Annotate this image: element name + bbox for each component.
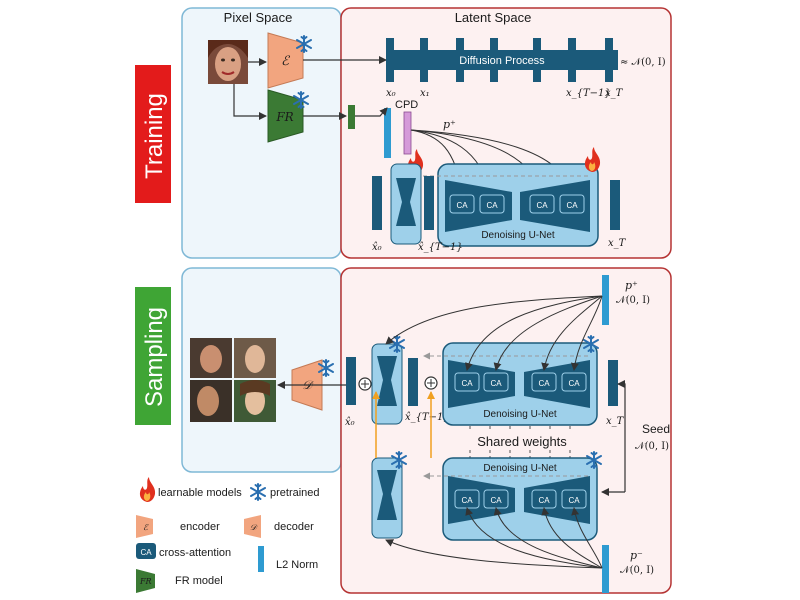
training-xhat0-block	[372, 176, 382, 230]
training-ca-1: CA	[456, 201, 468, 210]
sampling-bottom-ca-2: CA	[490, 496, 502, 505]
latent-space-title: Latent Space	[455, 10, 532, 25]
training-xT-bottom-label: x_T	[608, 238, 627, 249]
guidance-orange-arrows	[372, 391, 435, 458]
training-ca-4: CA	[566, 201, 578, 210]
cpd-vector	[403, 111, 412, 155]
sampling-xT-block	[608, 360, 618, 406]
legend-fr-swatch	[136, 569, 155, 593]
shared-weights-label: Shared weights	[477, 434, 567, 449]
fr-embedding-vector	[348, 105, 355, 129]
sampling-label-text: Sampling	[141, 307, 168, 407]
training-xhat0-label: x̂₀	[372, 242, 382, 253]
legend-decoder-symbol: 𝒟	[250, 523, 258, 532]
fr-model-symbol: FR	[275, 110, 293, 124]
legend-flame-icon	[139, 477, 156, 502]
sampling-p-minus-label: p⁻	[630, 549, 643, 562]
x1-label: x₁	[420, 88, 430, 99]
encoder-symbol: ℰ	[281, 54, 290, 69]
training-l2-norm-bar	[384, 108, 391, 158]
training-unet: CA CA CA CA Denoising U-Net	[401, 163, 599, 247]
sampling-plus-right	[424, 376, 438, 390]
sampling-p-plus-l2-bar	[602, 275, 609, 325]
training-encoder: ℰ	[267, 32, 304, 89]
training-side-label: Training	[135, 65, 171, 203]
training-unet-label: Denoising U-Net	[481, 230, 555, 241]
xT-label: x_T	[605, 88, 624, 99]
sampling-small-unet-top	[371, 343, 403, 425]
training-xhatT-1-label: x̂_{T−1}	[418, 242, 463, 253]
legend-encoder-symbol: ℰ	[143, 523, 149, 532]
seed-normal: 𝒩(0, I)	[635, 441, 669, 452]
legend-learnable-label: learnable models	[158, 487, 242, 499]
sampling-bottom-ca-3: CA	[538, 496, 550, 505]
sampling-top-unet-label: Denoising U-Net	[483, 409, 557, 420]
sampling-bottom-ca-1: CA	[461, 496, 473, 505]
sampling-small-unet-bottom	[371, 457, 403, 539]
sampling-p-plus-normal: 𝒩(0, I)	[616, 295, 650, 306]
legend-encoder-swatch	[136, 515, 153, 538]
sampling-top-ca-3: CA	[538, 379, 550, 388]
training-pixel-space-panel	[181, 7, 342, 259]
sampling-side-label: Sampling	[135, 287, 171, 425]
legend-decoder-label: decoder	[274, 521, 314, 533]
legend-fr-symbol: FR	[139, 577, 152, 586]
sampling-p-minus-fan	[385, 507, 603, 569]
sampling-bottom-unet-label: Denoising U-Net	[483, 463, 557, 474]
diffusion-process-label: Diffusion Process	[459, 55, 545, 67]
sampling-p-plus-fan	[385, 295, 603, 371]
legend-ca-text: CA	[140, 548, 152, 557]
legend-decoder-swatch	[244, 515, 261, 538]
diffusion-process-bar: Diffusion Process	[386, 38, 618, 82]
sampling-latent-space-panel	[340, 267, 672, 594]
legend-cross-attention-label: cross-attention	[159, 547, 231, 559]
sampling-unet-top: CA CA CA CA Denoising U-Net	[423, 342, 598, 426]
shared-weights-links	[469, 426, 571, 458]
sampling-p-minus-normal: 𝒩(0, I)	[620, 565, 654, 576]
legend-ca-swatch	[136, 543, 156, 559]
sampling-bottom-ca-4: CA	[568, 496, 580, 505]
sampling-p-minus-l2-bar	[602, 545, 609, 593]
legend-encoder-label: encoder	[180, 521, 220, 533]
sampling-top-ca-2: CA	[490, 379, 502, 388]
training-face-image	[208, 40, 248, 84]
cpd-label: CPD	[395, 99, 418, 111]
legend-l2-label: L2 Norm	[276, 559, 318, 571]
xT-1-label: x_{T−1}	[566, 88, 611, 99]
sampling-xhatT-1-label: x̂_{T−1}	[405, 412, 450, 423]
training-small-unet	[390, 163, 422, 245]
sampling-xT-label: x_T	[606, 416, 625, 427]
training-ca-2: CA	[486, 201, 498, 210]
legend: learnable models pretrained ℰ encoder 𝒟 …	[136, 477, 320, 593]
p-plus-training-label: p⁺	[443, 118, 456, 131]
sampling-top-ca-1: CA	[461, 379, 473, 388]
x0-label: x₀	[386, 88, 396, 99]
generated-faces-grid	[190, 338, 276, 422]
sampling-unet-bottom: Denoising U-Net CA CA CA CA	[423, 457, 598, 541]
legend-fr-label: FR model	[175, 575, 223, 587]
legend-pretrained-label: pretrained	[270, 487, 320, 499]
sampling-xhat0-label: x̂₀	[345, 417, 355, 428]
training-ca-3: CA	[536, 201, 548, 210]
approx-normal-label: ≈ 𝒩(0, I)	[620, 57, 666, 68]
training-xhatT-1-block	[424, 176, 434, 230]
sampling-xhat0-block	[346, 357, 356, 405]
training-xT-block	[610, 180, 620, 230]
seed-label: Seed	[642, 422, 670, 436]
shared-weights-bg	[466, 432, 578, 450]
sampling-p-plus-label: p⁺	[625, 279, 638, 292]
sampling-top-ca-4: CA	[568, 379, 580, 388]
legend-l2-swatch	[258, 546, 264, 572]
legend-snowflake-icon	[250, 483, 266, 501]
sampling-plus-left	[358, 377, 372, 391]
sampling-xhatT-1-block	[408, 358, 418, 406]
training-label-text: Training	[141, 93, 168, 179]
pixel-space-title: Pixel Space	[224, 10, 293, 25]
